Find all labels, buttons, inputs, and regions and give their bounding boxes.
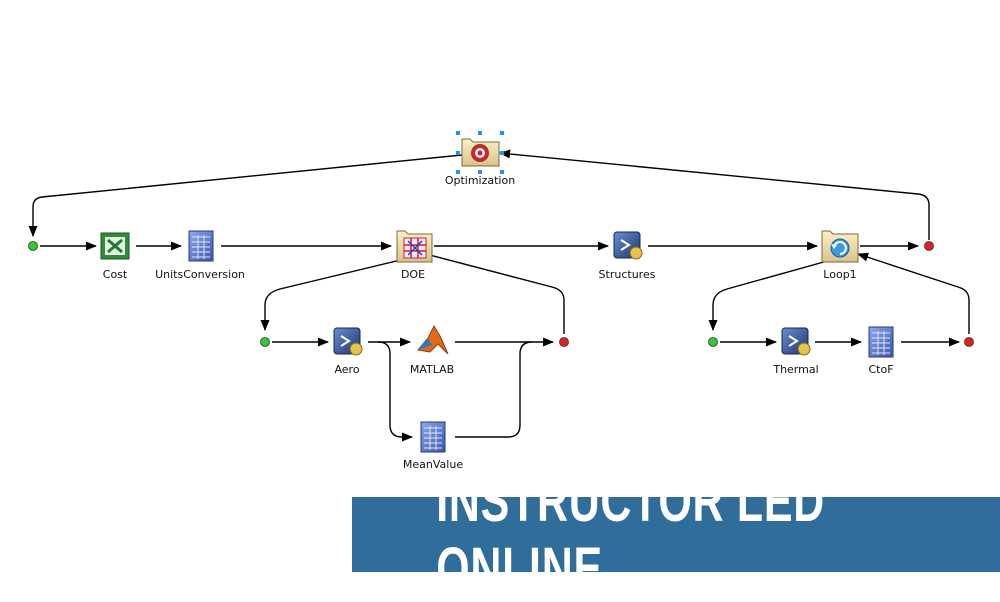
mean-value-calculator-icon[interactable] (420, 421, 446, 453)
thermal-script-icon[interactable] (781, 327, 811, 356)
mean-value-label: MeanValue (402, 458, 464, 471)
ctof-label: CtoF (868, 363, 894, 376)
ctof-calculator-icon[interactable] (868, 326, 894, 358)
banner-text: INSTRUCTOR LED ONLINE (436, 468, 825, 601)
loop1-label: Loop1 (823, 268, 857, 281)
thermal-label: Thermal (773, 363, 819, 376)
selection-handles (456, 131, 504, 174)
connector-subend-to-loop (856, 252, 970, 334)
loop-icon[interactable] (821, 230, 859, 263)
connectors (28, 149, 970, 442)
aero-label: Aero (334, 363, 360, 376)
connector-meanvalue-to-subend (455, 341, 533, 438)
optimization-icon[interactable] (456, 131, 504, 174)
units-conversion-label: UnitsConversion (155, 268, 245, 281)
connector-end-to-optimization (498, 149, 930, 240)
doe-end-dot[interactable] (559, 337, 569, 347)
connector-subend-to-doe (420, 251, 565, 334)
connector-doe-to-substart (260, 256, 414, 332)
instructor-led-banner: INSTRUCTOR LED ONLINE (352, 468, 1000, 601)
workflow-canvas (28, 131, 974, 453)
structures-label: Structures (598, 268, 656, 281)
doe-start-dot[interactable] (260, 337, 270, 347)
units-conversion-calculator-icon[interactable] (188, 230, 214, 262)
cost-label: Cost (102, 268, 128, 281)
optimization-label: Optimization (444, 174, 516, 187)
matlab-label: MATLAB (409, 363, 455, 376)
loop-start-dot[interactable] (708, 337, 718, 347)
doe-icon[interactable] (396, 230, 433, 263)
connector-loop-to-substart (708, 257, 839, 332)
loop-end-dot[interactable] (964, 337, 974, 347)
connector-aero-to-meanvalue (377, 341, 414, 442)
structures-script-icon[interactable] (613, 231, 643, 260)
end-dot[interactable] (924, 241, 934, 251)
aero-script-icon[interactable] (333, 327, 363, 356)
excel-icon[interactable] (100, 232, 130, 260)
start-dot[interactable] (28, 241, 38, 251)
connector-optimization-to-start (28, 154, 463, 238)
doe-label: DOE (400, 268, 426, 281)
matlab-icon[interactable] (417, 324, 449, 355)
